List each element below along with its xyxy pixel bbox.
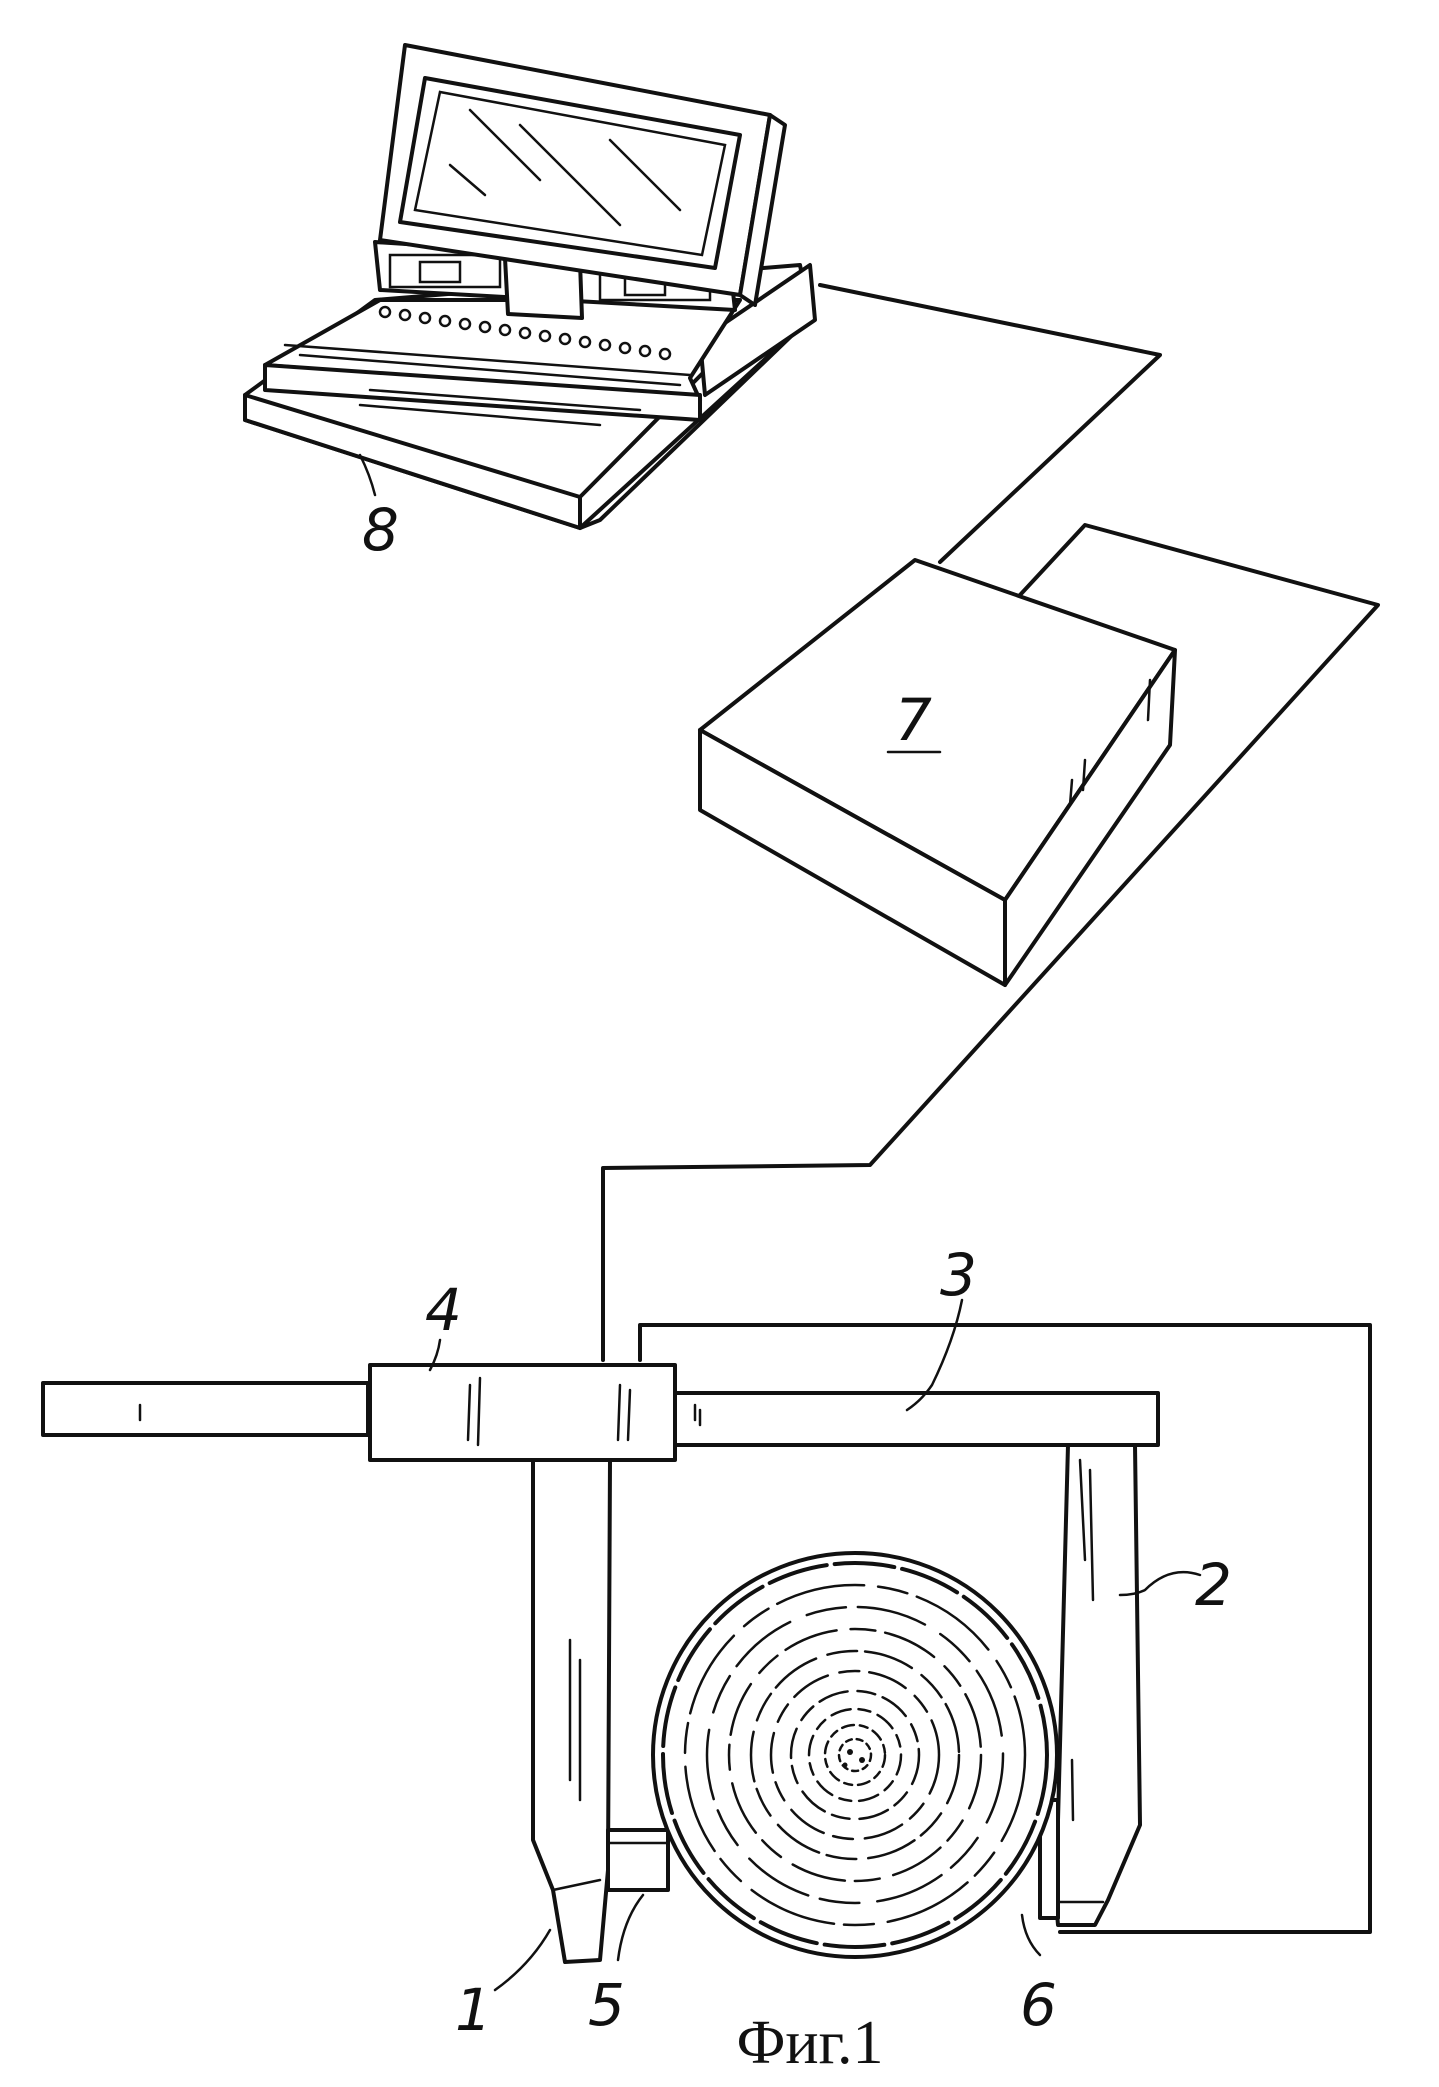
label-7: 7 — [895, 686, 932, 754]
cable-computer-to-unit — [820, 285, 1160, 562]
label-4: 4 — [425, 1276, 462, 1344]
sensor-5 — [608, 1830, 668, 1890]
right-jaw — [1050, 1445, 1140, 1925]
left-jaw — [533, 1460, 610, 1962]
electronic-unit — [700, 560, 1175, 985]
leader-6 — [1022, 1915, 1040, 1955]
label-3: 3 — [940, 1241, 977, 1309]
caliper-slider — [370, 1365, 675, 1460]
label-1: 1 — [455, 1976, 492, 2044]
leader-1 — [495, 1930, 550, 1990]
label-8: 8 — [362, 496, 399, 564]
figure-caption: Фиг.1 — [736, 2009, 883, 2077]
log-cross-section — [653, 1553, 1057, 1957]
label-6: 6 — [1020, 1971, 1057, 2039]
leader-5 — [618, 1895, 643, 1960]
computer-terminal — [245, 45, 815, 528]
label-5: 5 — [588, 1971, 625, 2039]
label-2: 2 — [1195, 1551, 1232, 1619]
